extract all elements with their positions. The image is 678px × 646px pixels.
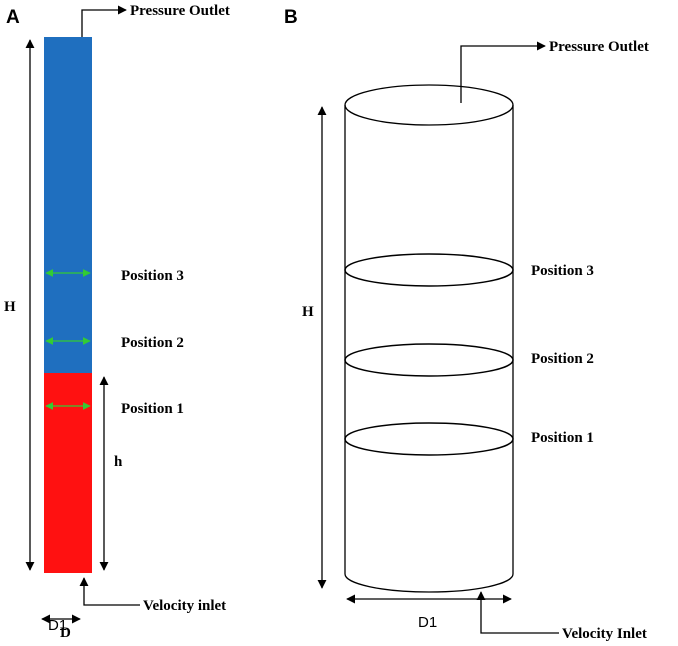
liquid-height-label: h — [114, 454, 123, 470]
cylinder-top — [344, 84, 514, 126]
position-1-ring — [344, 422, 514, 456]
panel-b: B Position 3 Position 2 Position 1 Press… — [284, 7, 649, 642]
position-2-label: Position 2 — [121, 335, 184, 351]
position-1-label-b: Position 1 — [531, 430, 594, 446]
panel-a: A Pressure Outlet H h Position 3 Positio… — [4, 3, 230, 641]
gas-region — [44, 37, 92, 373]
position-1-label: Position 1 — [121, 401, 184, 417]
panel-b-letter: B — [284, 7, 298, 28]
position-3-ring — [344, 253, 514, 287]
pressure-outlet-arrow-b — [460, 41, 546, 103]
pressure-outlet-label-b: Pressure Outlet — [549, 39, 649, 55]
height-label-b: H — [302, 304, 314, 320]
position-2-ring — [344, 343, 514, 377]
liquid-region — [44, 373, 92, 573]
position-3-label-b: Position 3 — [531, 263, 594, 279]
pressure-outlet-label: Pressure Outlet — [130, 3, 230, 19]
position-2-label-b: Position 2 — [531, 351, 594, 367]
position-3-label: Position 3 — [121, 268, 184, 284]
cylinder-bottom — [344, 573, 514, 593]
velocity-inlet-arrow — [79, 577, 140, 606]
diameter-label: D1 — [48, 617, 67, 634]
diameter-label-b: D1 — [418, 614, 437, 631]
velocity-inlet-label: Velocity inlet — [143, 598, 226, 614]
height-label: H — [4, 299, 16, 315]
diameter-label-overlap: D — [60, 625, 71, 641]
velocity-inlet-arrow-b — [476, 591, 559, 634]
panel-a-letter: A — [6, 7, 20, 28]
pressure-outlet-arrow — [81, 5, 127, 37]
velocity-inlet-label-b: Velocity Inlet — [562, 626, 647, 642]
